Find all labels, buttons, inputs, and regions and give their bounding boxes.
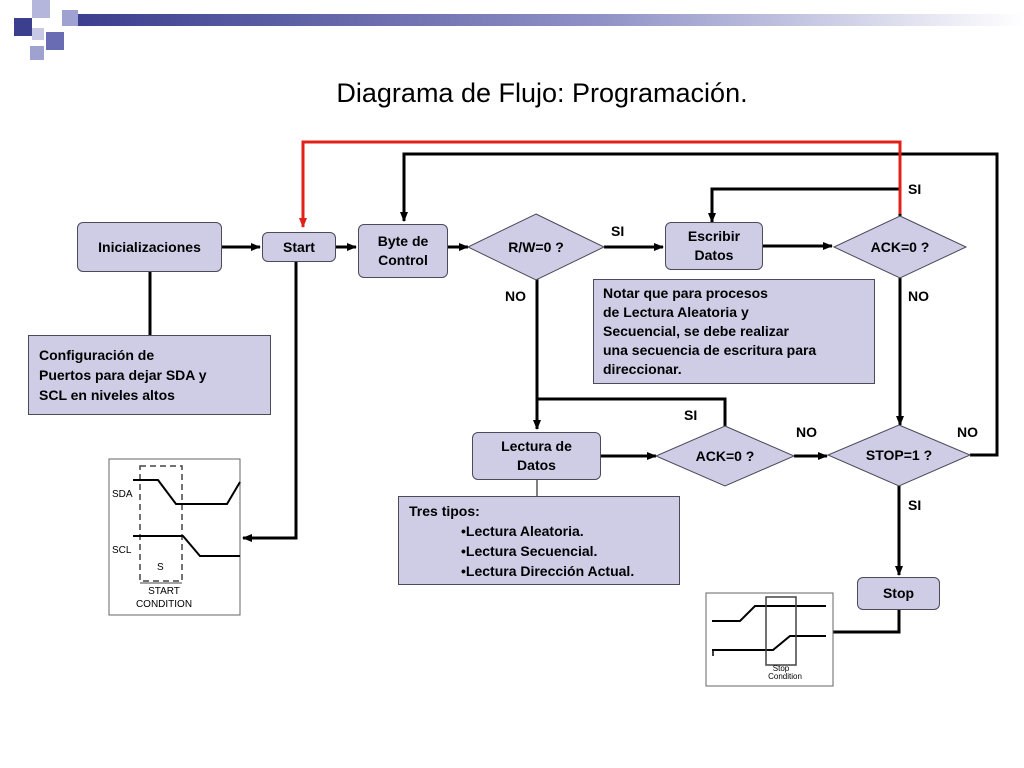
label-rw-no: NO	[505, 288, 526, 304]
note-tres-tipos: Tres tipos: •Lectura Aleatoria. •Lectura…	[398, 496, 680, 585]
stop-condition-waveform	[705, 592, 834, 687]
page-title: Diagrama de Flujo: Programación.	[336, 78, 748, 108]
arrow-acktop-si-escribir	[708, 187, 902, 223]
node-start: Start	[262, 232, 336, 262]
arrow-red-loop-start	[299, 140, 902, 228]
node-lectura-datos: Lectura de Datos	[472, 432, 601, 480]
arrow-ackmid-si-lectura	[537, 397, 727, 426]
decision-rw-shape	[466, 213, 606, 281]
corner-square-light-3	[30, 46, 44, 60]
start-wave-caption-1: START	[148, 586, 180, 597]
corner-square-light-2	[32, 28, 44, 40]
decision-ackmid-shape	[654, 425, 796, 487]
decision-acktop-shape	[832, 215, 968, 279]
corner-square-dark-1	[14, 18, 32, 36]
corner-square-mid-1	[46, 32, 64, 50]
decision-stopcheck-label: STOP=1 ?	[865, 447, 933, 463]
node-escribir-datos: Escribir Datos	[665, 222, 763, 270]
note-tipos-item: •Lectura Aleatoria.	[461, 523, 584, 539]
node-byte-control: Byte de Control	[358, 224, 448, 278]
header-gradient-bar	[78, 14, 1024, 26]
label-acktop-no: NO	[908, 288, 929, 304]
label-stop-no: NO	[957, 424, 978, 440]
decision-ackmid-label: ACK=0 ?	[695, 448, 755, 464]
label-ackmid-si: SI	[684, 407, 698, 423]
start-wave-scl-label: SCL	[112, 545, 132, 556]
start-wave-sda-label: SDA	[112, 489, 133, 500]
arrow-stop-no-byte	[400, 152, 999, 457]
label-stop-si: SI	[908, 497, 922, 513]
stop-wave-caption-2: Condition	[768, 672, 802, 681]
note-tipos-item: •Lectura Dirección Actual.	[461, 563, 635, 579]
label-acktop-si: SI	[908, 181, 922, 197]
label-ackmid-no: NO	[796, 424, 817, 440]
arrow-start-waveform	[242, 262, 298, 542]
note-escritura: Notar que para procesos de Lectura Aleat…	[593, 279, 875, 384]
note-tipos-item: •Lectura Secuencial.	[461, 543, 598, 559]
decision-acktop-label: ACK=0 ?	[870, 239, 930, 255]
note-tipos-title: Tres tipos:	[409, 503, 480, 519]
start-wave-s-label: S	[157, 562, 164, 573]
corner-square-light-1	[32, 0, 50, 18]
decision-stopcheck-shape	[826, 424, 972, 487]
line-stop-waveform	[832, 610, 901, 634]
stop-wave-caption-1: Stop	[772, 664, 790, 673]
node-stop: Stop	[857, 577, 940, 610]
decision-rw-label: R/W=0 ?	[508, 239, 564, 255]
node-inicializaciones: Inicializaciones	[77, 222, 222, 272]
label-rw-si: SI	[611, 223, 625, 239]
note-configuracion: Configuración de Puertos para dejar SDA …	[28, 335, 271, 415]
corner-square-mid-2	[62, 10, 78, 26]
start-wave-caption-2: CONDITION	[135, 599, 193, 610]
start-condition-waveform	[108, 458, 241, 616]
